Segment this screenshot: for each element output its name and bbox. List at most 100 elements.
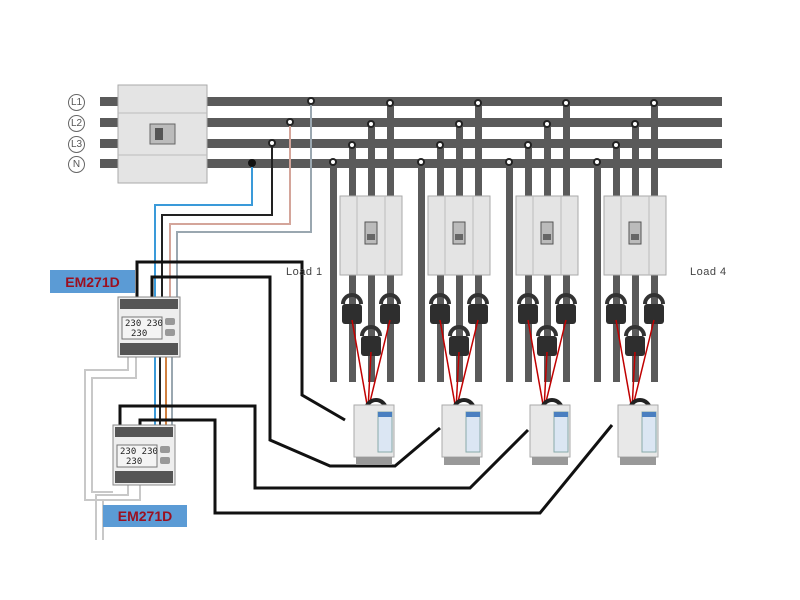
tap-screw (329, 158, 337, 166)
tap-screw (307, 97, 315, 105)
phase-label-l1: L1 (68, 94, 85, 111)
tap-screw (562, 99, 570, 107)
neutral-drop (418, 160, 425, 382)
meter-label-1: EM271D (50, 270, 135, 293)
current-transformer (468, 304, 488, 324)
ct-clamp-icon (517, 293, 539, 305)
meter-button[interactable] (165, 318, 175, 325)
current-transformer (361, 336, 381, 356)
ct-clamp-icon (624, 325, 646, 337)
main-breaker (117, 84, 208, 184)
busbar-l1 (100, 97, 722, 106)
tap-screw (474, 99, 482, 107)
tap-screw (386, 99, 394, 107)
current-transformer (449, 336, 469, 356)
busbar-l3 (100, 139, 722, 148)
busbar-l2 (100, 118, 722, 127)
l3-wire (161, 143, 273, 300)
neutral-drop (330, 160, 337, 382)
ct-wire (543, 319, 567, 411)
ct-wire (543, 351, 548, 411)
meter-button[interactable] (160, 457, 170, 464)
ct-wire (351, 319, 369, 411)
cable-load-2 (150, 275, 441, 468)
load-group-3 (505, 99, 579, 465)
load-group-1 (329, 99, 403, 465)
neutral-drop (594, 160, 601, 382)
ct-wire (455, 319, 479, 411)
neutral-tap (248, 159, 256, 167)
current-transformer (625, 336, 645, 356)
ct-clamp-icon (360, 325, 382, 337)
meter-display (121, 316, 163, 340)
ct-clamp-icon (448, 325, 470, 337)
cable-load-1 (135, 260, 346, 422)
tap-screw (524, 141, 532, 149)
ct-wire (439, 319, 457, 411)
load-label-last: Load 4 (690, 266, 727, 278)
tap-screw (505, 158, 513, 166)
ct-wire (367, 351, 372, 411)
neutral-wire (154, 163, 253, 300)
tap-screw (417, 158, 425, 166)
current-transformer (518, 304, 538, 324)
tap-screw (348, 141, 356, 149)
tap-screw (612, 141, 620, 149)
busbars (100, 97, 722, 168)
current-transformer (380, 304, 400, 324)
tap-screw (367, 120, 375, 128)
cable-load-3 (118, 404, 530, 490)
current-transformer (556, 304, 576, 324)
tap-screw (593, 158, 601, 166)
meter-display (116, 444, 158, 468)
neutral-drop (506, 160, 513, 382)
current-transformer (606, 304, 626, 324)
current-transformer (537, 336, 557, 356)
phase-label-n: N (68, 156, 85, 173)
ct-wire (455, 351, 460, 411)
meter-reading-bottom: 230 (131, 329, 147, 339)
cable-load-4 (138, 418, 614, 515)
ct-clamp-icon (341, 293, 363, 305)
ct-clamp-icon (555, 293, 577, 305)
tap-screw (436, 141, 444, 149)
tap-screw (455, 120, 463, 128)
load-label-first: Load 1 (286, 266, 323, 278)
current-transformer (430, 304, 450, 324)
phase-label-l2: L2 (68, 115, 85, 132)
l1-wire (176, 101, 312, 300)
meter-button[interactable] (160, 446, 170, 453)
ct-wire (367, 319, 391, 411)
current-transformer (342, 304, 362, 324)
breaker-switch (452, 221, 466, 245)
tap-screw (286, 118, 294, 126)
breaker-switch (540, 221, 554, 245)
meter-button[interactable] (165, 329, 175, 336)
phase-label-l3: L3 (68, 136, 85, 153)
ct-clamp-icon (643, 293, 665, 305)
ct-wire (631, 351, 636, 411)
ct-wire (527, 319, 545, 411)
meter-reading-top: 230 230 (120, 447, 158, 457)
ct-clamp-icon (536, 325, 558, 337)
ct-clamp-icon (379, 293, 401, 305)
busbar-n (100, 159, 722, 168)
meter-reading-top: 230 230 (125, 319, 163, 329)
sensor-cables (118, 260, 614, 515)
ct-clamp-icon (467, 293, 489, 305)
meter-reading-bottom: 230 (126, 457, 142, 467)
tap-screw (543, 120, 551, 128)
load-group-2 (417, 99, 491, 465)
current-transformer (644, 304, 664, 324)
load-group-4 (593, 99, 667, 465)
ct-wire (631, 319, 655, 411)
ct-clamp-icon (429, 293, 451, 305)
tap-screw (650, 99, 658, 107)
tap-screw (268, 139, 276, 147)
ct-wire (615, 319, 633, 411)
breaker-switch (364, 221, 378, 245)
breaker-switch (628, 221, 642, 245)
